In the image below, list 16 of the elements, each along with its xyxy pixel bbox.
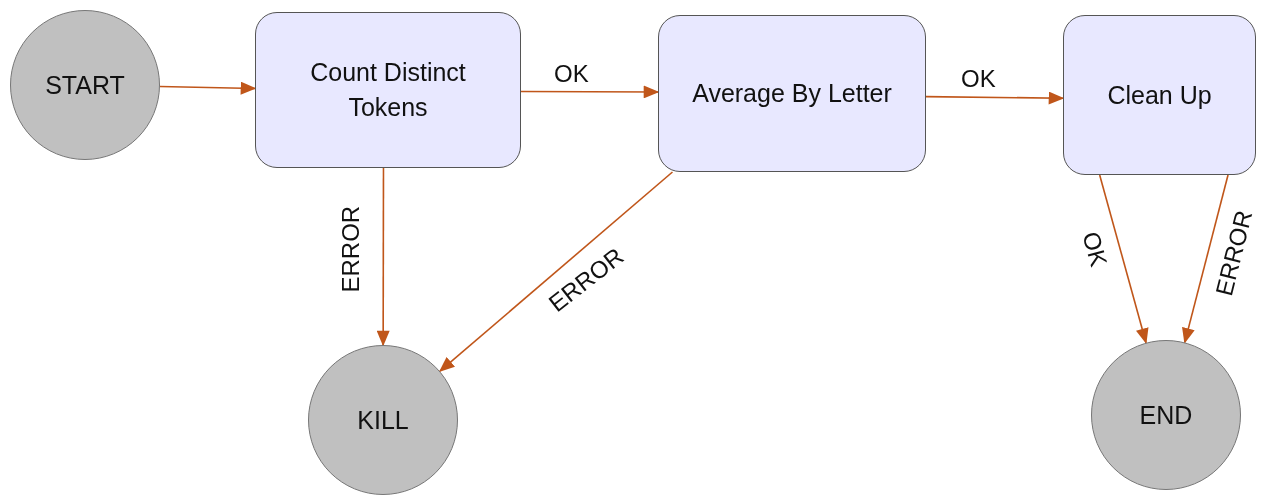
node-label: Count Distinct Tokens (309, 57, 467, 123)
node-label: START (45, 69, 125, 101)
node-label: Clean Up (1107, 79, 1212, 111)
arrow (520, 85, 660, 99)
node-label: KILL (357, 404, 409, 436)
arrow (438, 171, 674, 373)
process-box (658, 15, 926, 172)
arrow (1098, 174, 1149, 344)
arrow (1182, 174, 1229, 344)
arrow (376, 167, 390, 347)
process-box (1063, 15, 1256, 175)
node-label: Average By Letter (692, 78, 892, 109)
arrow (925, 91, 1065, 105)
arrow (159, 81, 257, 95)
process-box (255, 12, 521, 168)
node-label: END (1139, 399, 1193, 431)
